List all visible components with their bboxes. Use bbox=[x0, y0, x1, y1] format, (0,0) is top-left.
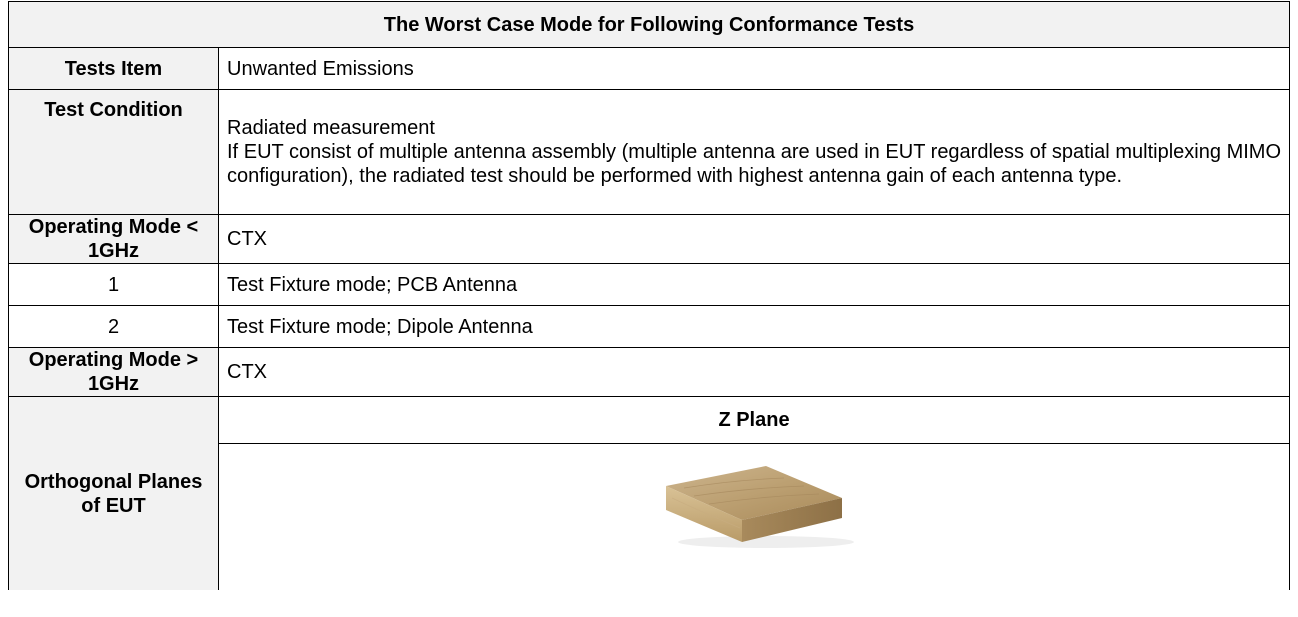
table-row: Operating Mode < 1GHz CTX bbox=[8, 214, 1291, 264]
mode-number: 2 bbox=[8, 305, 219, 348]
z-plane-title: Z Plane bbox=[217, 396, 1291, 444]
table-title: The Worst Case Mode for Following Confor… bbox=[7, 1, 1291, 48]
mode-below-1ghz-label: Operating Mode < 1GHz bbox=[8, 214, 219, 264]
mode-number: 1 bbox=[8, 263, 219, 306]
mode-above-1ghz-value: CTX bbox=[217, 347, 1291, 397]
table-row: Orthogonal Planes of EUT Z Plane bbox=[8, 396, 1291, 590]
table-row: Tests Item Unwanted Emissions bbox=[8, 47, 1291, 90]
mode-description: Test Fixture mode; Dipole Antenna bbox=[217, 305, 1291, 348]
table-row: 2 Test Fixture mode; Dipole Antenna bbox=[8, 305, 1291, 348]
test-condition-label: Test Condition bbox=[8, 89, 219, 215]
table-row: Operating Mode > 1GHz CTX bbox=[8, 347, 1291, 397]
test-condition-paragraph: If EUT consist of multiple antenna assem… bbox=[227, 141, 1282, 187]
table-row bbox=[9, 443, 1291, 590]
tests-item-label: Tests Item bbox=[8, 47, 219, 90]
table-row: Test Condition Radiated measurement If E… bbox=[8, 89, 1291, 215]
orthogonal-planes-label: Orthogonal Planes of EUT bbox=[8, 396, 219, 590]
table-header-row: The Worst Case Mode for Following Confor… bbox=[7, 1, 1291, 48]
test-condition-line: Radiated measurement bbox=[227, 117, 435, 139]
table-row: 1 Test Fixture mode; PCB Antenna bbox=[8, 263, 1291, 306]
worst-case-mode-table: The Worst Case Mode for Following Confor… bbox=[7, 1, 1291, 590]
z-plane-image-cell bbox=[217, 443, 1291, 590]
mode-below-1ghz-value: CTX bbox=[217, 214, 1291, 264]
mode-description: Test Fixture mode; PCB Antenna bbox=[217, 263, 1291, 306]
test-condition-value: Radiated measurement If EUT consist of m… bbox=[217, 89, 1291, 215]
wooden-box-eut-image bbox=[666, 466, 854, 548]
tests-item-value: Unwanted Emissions bbox=[217, 47, 1291, 90]
mode-above-1ghz-label: Operating Mode > 1GHz bbox=[8, 347, 219, 397]
